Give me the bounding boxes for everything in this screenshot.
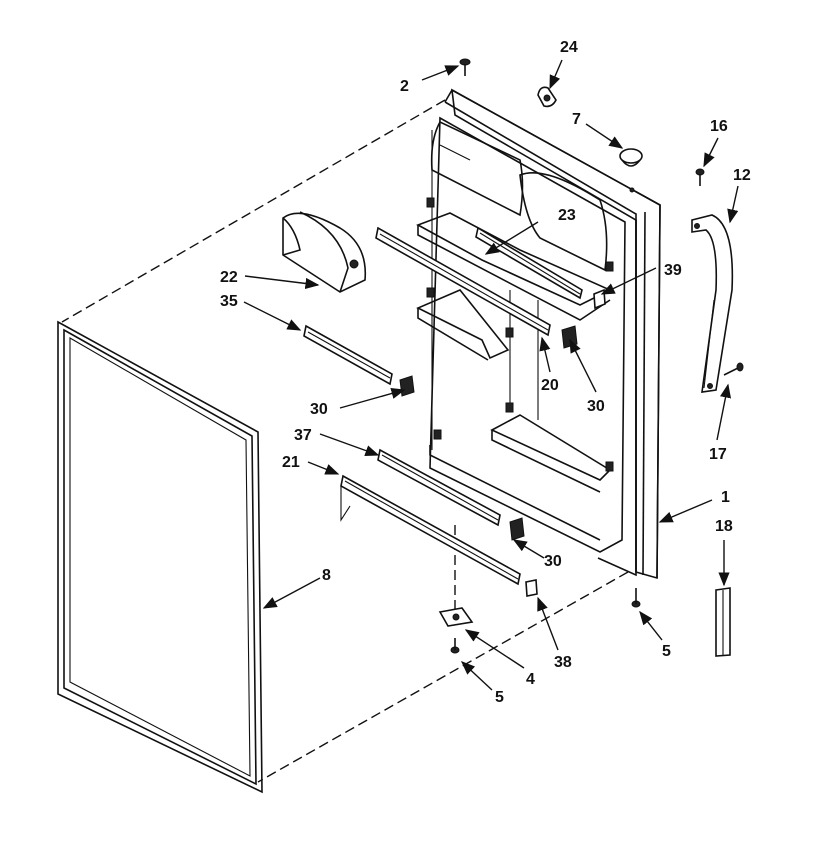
shelf-end-cap-38 bbox=[525, 579, 538, 597]
callout-21: 21 bbox=[282, 454, 300, 471]
callout-7: 7 bbox=[572, 111, 581, 128]
alignment-line-top bbox=[61, 99, 446, 323]
callout-24: 24 bbox=[560, 39, 578, 56]
callout-30-bottom: 30 bbox=[544, 553, 562, 570]
callout-37: 37 bbox=[294, 427, 312, 444]
callout-1: 1 bbox=[721, 489, 730, 506]
callout-12: 12 bbox=[733, 167, 751, 184]
shelf-end-cap-30c bbox=[509, 517, 525, 541]
callout-5-left: 5 bbox=[495, 689, 504, 706]
callout-20: 20 bbox=[541, 377, 559, 394]
callout-5-right: 5 bbox=[662, 643, 671, 660]
callout-4: 4 bbox=[526, 671, 535, 688]
door-shelf-bar-21 bbox=[340, 474, 521, 586]
hinge-pin-screw-2 bbox=[459, 58, 471, 76]
callout-18: 18 bbox=[715, 518, 733, 535]
door-handle-12 bbox=[691, 214, 734, 393]
alignment-line-bottom bbox=[257, 571, 629, 783]
hinge-bushing-24 bbox=[537, 86, 557, 108]
shelf-end-cap-30b bbox=[561, 325, 578, 349]
callout-22: 22 bbox=[220, 269, 238, 286]
callout-30-right: 30 bbox=[587, 398, 605, 415]
door-shelf-bar-37 bbox=[377, 448, 501, 527]
callout-38: 38 bbox=[554, 654, 572, 671]
door-gasket bbox=[57, 320, 263, 794]
screw-17 bbox=[723, 362, 744, 376]
door-shelf-bar-23 bbox=[475, 226, 583, 300]
callout-35: 35 bbox=[220, 293, 238, 310]
callout-39: 39 bbox=[664, 262, 682, 279]
bottom-hinge-4 bbox=[438, 607, 474, 627]
door-shelf-bar-35 bbox=[303, 324, 393, 386]
callout-16: 16 bbox=[710, 118, 728, 135]
callout-23: 23 bbox=[558, 207, 576, 224]
refrigerator-door bbox=[416, 88, 661, 580]
screw-5-left bbox=[450, 638, 460, 654]
dairy-door-bin bbox=[282, 211, 367, 293]
screw-16 bbox=[695, 168, 705, 186]
callout-8: 8 bbox=[322, 567, 331, 584]
callout-2: 2 bbox=[400, 78, 409, 95]
door-shelf-bar-20 bbox=[375, 226, 551, 337]
callout-17: 17 bbox=[709, 446, 727, 463]
door-stop-cap-7 bbox=[619, 148, 643, 193]
shelf-end-cap-30a bbox=[399, 375, 415, 397]
handle-trim-insert-18 bbox=[715, 587, 731, 657]
callout-30-left: 30 bbox=[310, 401, 328, 418]
leader-lines bbox=[243, 59, 739, 691]
screw-5-right bbox=[631, 588, 641, 608]
